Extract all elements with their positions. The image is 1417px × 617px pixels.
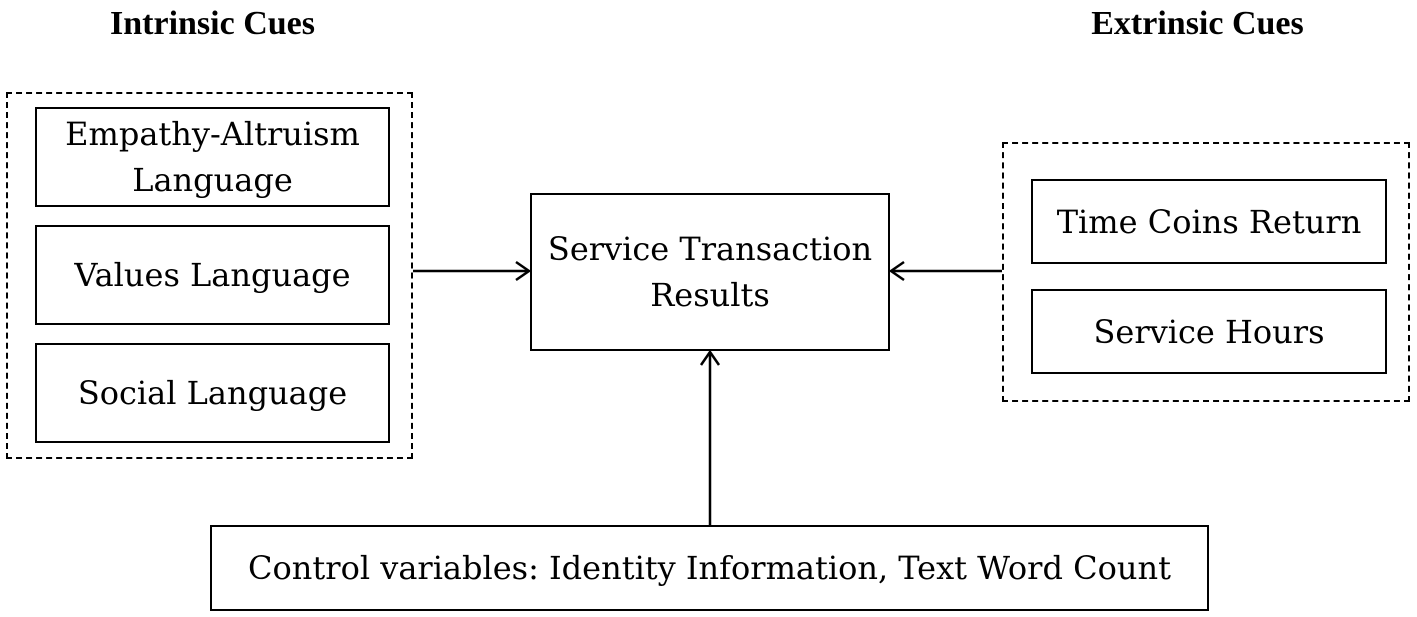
extrinsic-cues-heading: Extrinsic Cues	[1091, 5, 1304, 42]
values-language-box: Values Language	[35, 225, 390, 325]
service-hours-box: Service Hours	[1031, 289, 1387, 374]
extrinsic-to-outcome-arrow	[888, 260, 1002, 282]
controls-to-outcome-arrow	[699, 349, 721, 525]
time-coins-return-box: Time Coins Return	[1031, 179, 1387, 264]
control-variables-box: Control variables: Identity Information,…	[210, 525, 1209, 611]
social-language-box: Social Language	[35, 343, 390, 443]
intrinsic-to-outcome-arrow	[413, 260, 532, 282]
empathy-altruism-language-box: Empathy-Altruism Language	[35, 107, 390, 207]
extrinsic-cues-group	[1002, 142, 1410, 402]
intrinsic-cues-heading: Intrinsic Cues	[110, 5, 315, 42]
intrinsic-cues-group	[6, 92, 413, 459]
service-transaction-results-box: Service Transaction Results	[530, 193, 890, 351]
